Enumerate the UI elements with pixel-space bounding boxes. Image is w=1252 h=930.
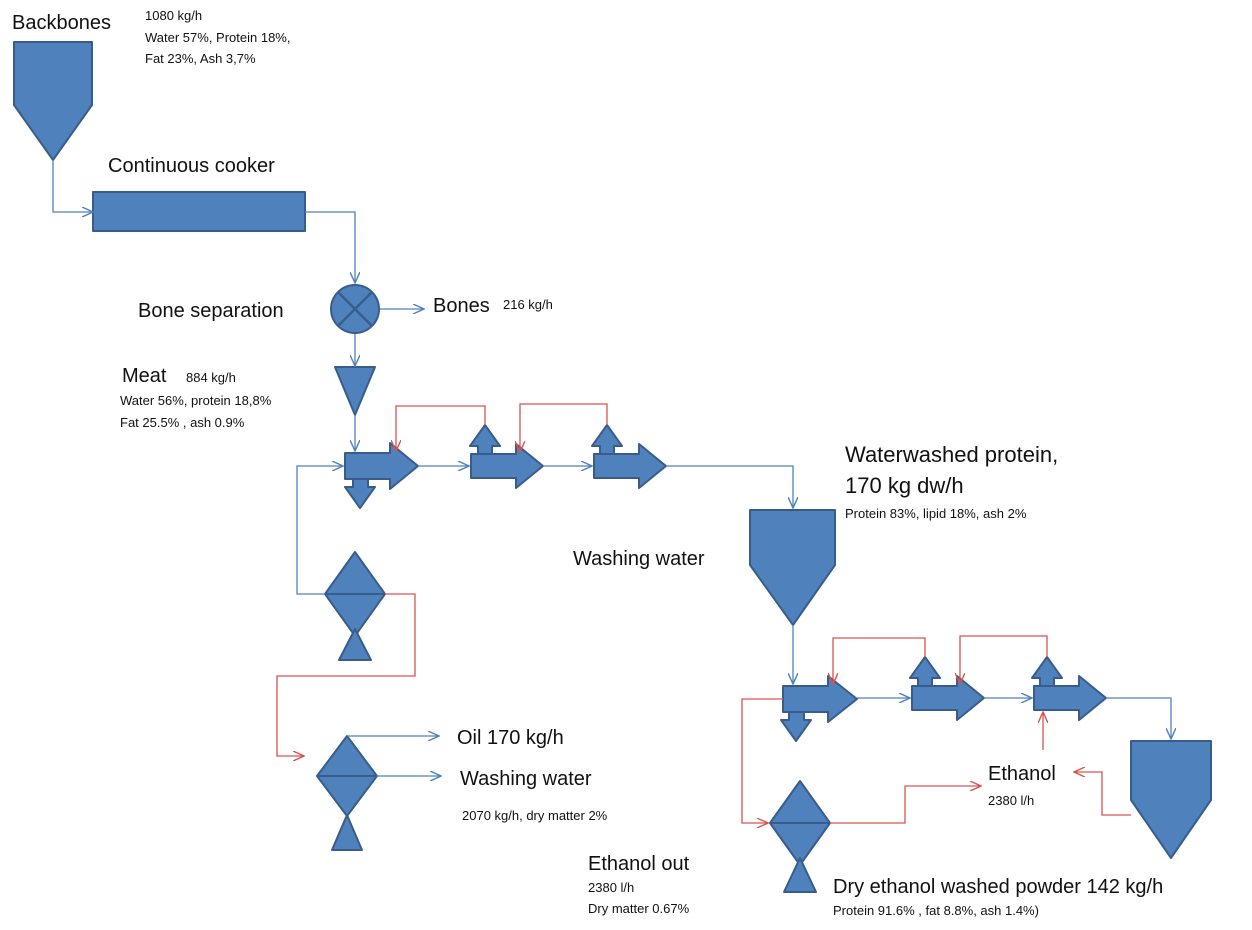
waterwashed-label-2: 170 kg dw/h — [845, 473, 964, 498]
blue-flow-lines — [52, 160, 1171, 776]
backbones-composition-2: Fat 23%, Ash 3,7% — [145, 51, 256, 66]
bones-label: Bones — [433, 295, 490, 317]
backbones-rate: 1080 kg/h — [145, 8, 202, 23]
continuous-cooker — [92, 191, 306, 232]
washing-water-out-label: Washing water — [460, 768, 592, 790]
ethanol-in-label: Ethanol — [988, 763, 1056, 785]
ethanol-wash-stage-2 — [909, 656, 985, 721]
waterwashed-label-1: Waterwashed protein, — [845, 442, 1058, 467]
ethanol-in-rate: 2380 l/h — [988, 793, 1034, 808]
ethanol-out-label: Ethanol out — [588, 853, 690, 875]
water-wash-stage-2 — [469, 424, 544, 489]
ethanol-wash-stage-1 — [780, 675, 858, 742]
oil-label: Oil 170 kg/h — [457, 727, 564, 749]
waterwashed-composition: Protein 83%, lipid 18%, ash 2% — [845, 506, 1027, 521]
ethanol-wash-stage-3 — [1031, 656, 1107, 721]
meat-composition-1: Water 56%, protein 18,8% — [120, 393, 272, 408]
cooker-label: Continuous cooker — [108, 155, 275, 177]
backbones-composition-1: Water 57%, Protein 18%, — [145, 30, 290, 45]
bone-separation-unit — [330, 284, 380, 334]
meat-title: Meat — [122, 365, 167, 387]
meat-collector — [334, 366, 376, 416]
dry-powder-composition: Protein 91.6% , fat 8.8%, ash 1.4%) — [833, 903, 1039, 918]
meat-rate: 884 kg/h — [186, 370, 236, 385]
water-wash-stage-1 — [344, 442, 419, 509]
washing-water-in-label: Washing water — [573, 548, 705, 570]
ethanol-out-dry-matter: Dry matter 0.67% — [588, 901, 690, 916]
washing-water-out-detail: 2070 kg/h, dry matter 2% — [462, 808, 608, 823]
red-flow-lines — [276, 403, 1131, 823]
water-wash-stage-3 — [591, 424, 667, 489]
washing-water-separator — [316, 735, 378, 851]
bones-rate: 216 kg/h — [503, 297, 553, 312]
backbones-title: Backbones — [12, 12, 111, 34]
dry-powder-label: Dry ethanol washed powder 142 kg/h — [833, 876, 1163, 898]
dry-powder-hopper — [1130, 740, 1212, 859]
backbones-hopper — [13, 41, 93, 161]
oil-separator — [324, 551, 386, 661]
ethanol-out-rate: 2380 l/h — [588, 880, 634, 895]
meat-composition-2: Fat 25.5% , ash 0.9% — [120, 415, 245, 430]
waterwashed-hopper — [749, 509, 836, 626]
ethanol-separator — [769, 780, 831, 893]
bone-separation-label: Bone separation — [138, 300, 284, 322]
